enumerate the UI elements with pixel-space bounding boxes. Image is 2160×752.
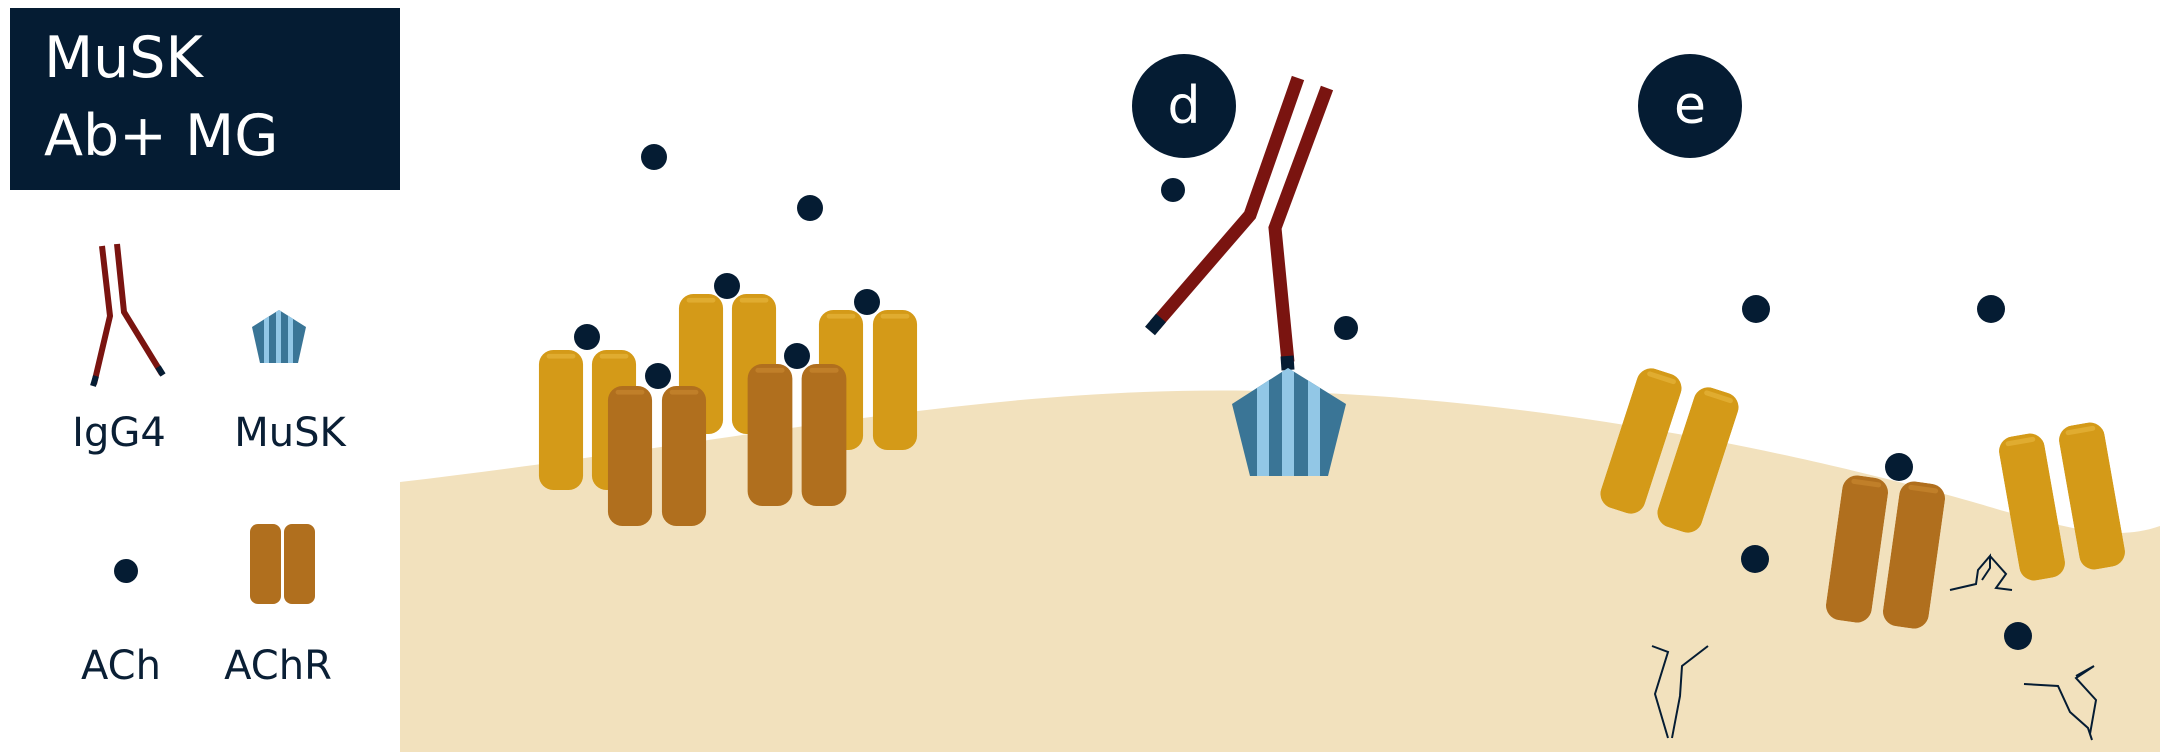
title-line-1: MuSK: [44, 25, 203, 91]
legend-label-musk: MuSK: [234, 410, 346, 456]
legend-label-achr: AChR: [224, 643, 332, 689]
legend-label-ach: ACh: [81, 643, 161, 689]
legend-achr-icon: [250, 524, 315, 604]
legend-ach-icon: [114, 559, 138, 583]
igg4-antibody: [1145, 75, 1334, 371]
legend-musk-icon: [252, 310, 306, 363]
ach-molecules: [574, 144, 2032, 650]
title-line-2: Ab+ MG: [44, 103, 279, 169]
legend-igg4-icon: [90, 243, 166, 387]
cytoskeleton-fragments: [1651, 553, 2098, 741]
title-box: MuSK Ab+ MG: [10, 8, 400, 190]
panel-label-e: e: [1638, 54, 1742, 158]
musk-receptor: [1232, 368, 1346, 476]
panel-label-d: d: [1132, 54, 1236, 158]
legend-label-igg4: IgG4: [72, 410, 166, 456]
